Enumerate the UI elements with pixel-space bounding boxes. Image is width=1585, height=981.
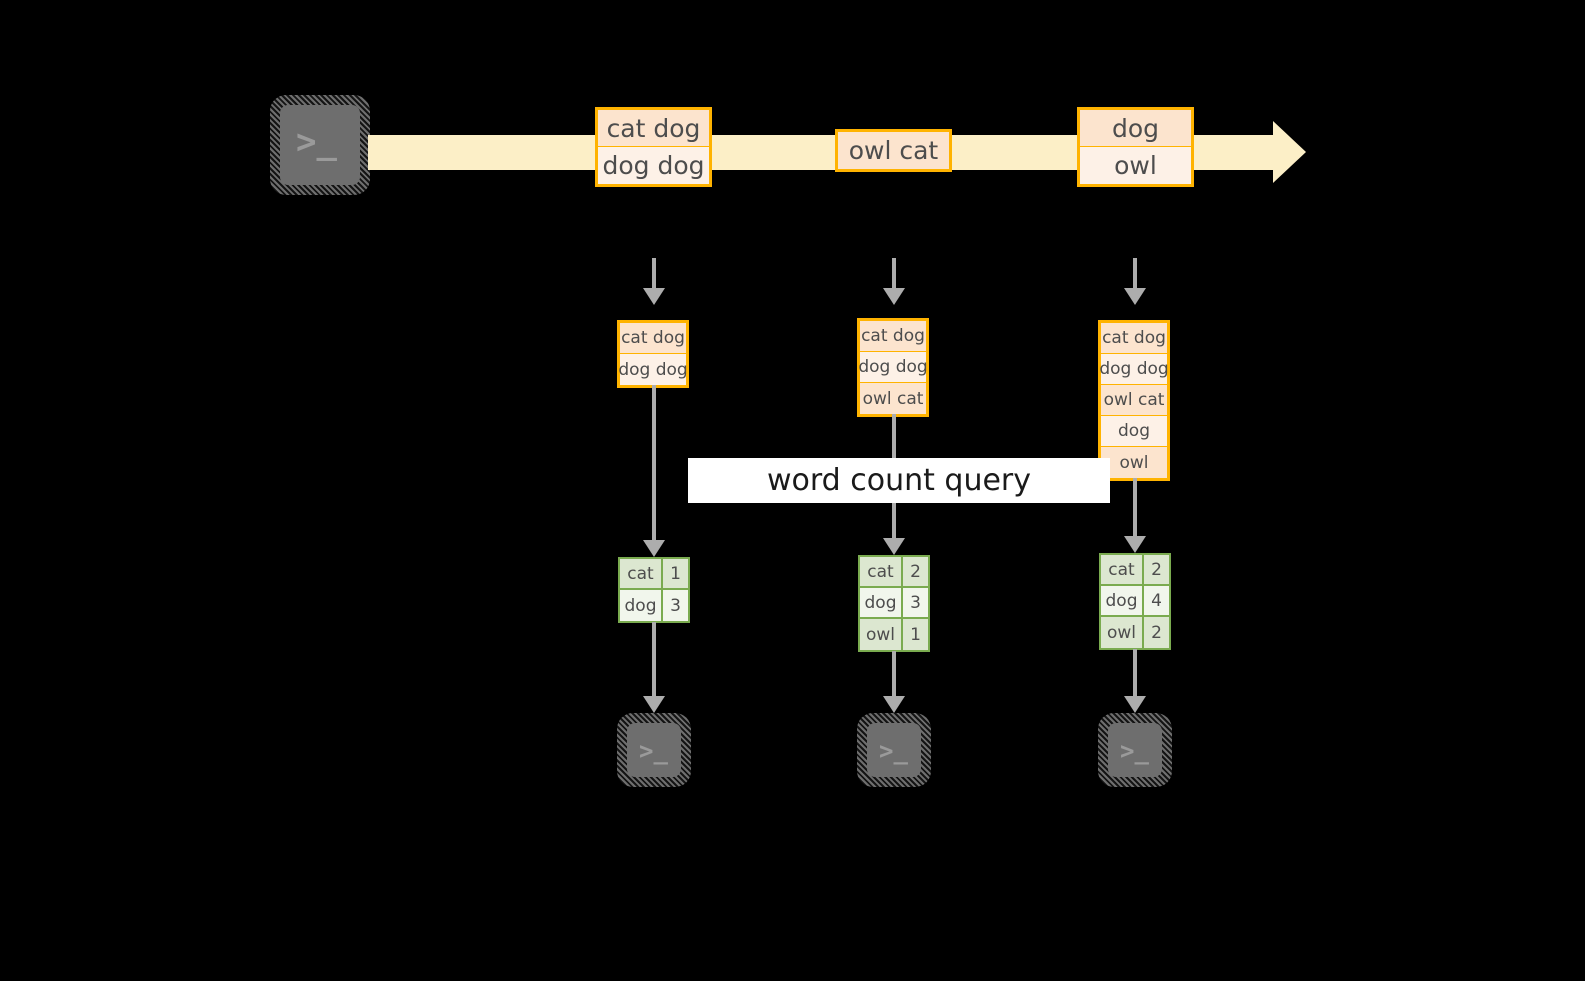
stream-record-group-2: owl cat [835,129,952,172]
result-count: 3 [670,595,681,616]
result-count: 1 [910,624,921,645]
snapshot-2-input-box: cat dog dog dog owl cat [857,318,929,417]
snapshot-1-intake-line [652,258,656,288]
snapshot-3-input-line: owl [1101,447,1167,478]
result-count: 1 [670,563,681,584]
result-count: 2 [1151,559,1162,580]
result-word: dog [1101,586,1144,615]
stream-record-line: cat dog [598,110,709,147]
table-row: owl 2 [1101,617,1169,648]
stream-record-line: owl cat [838,132,949,169]
result-word: dog [620,590,663,621]
terminal-screen [867,723,921,777]
stream-record-line: owl [1080,147,1191,184]
snapshot-1-input-line: cat dog [620,323,686,354]
terminal-screen [280,105,360,185]
snapshot-3-sink-terminal-icon: >_ [1098,713,1172,787]
stream-record-line: dog [1080,110,1191,147]
snapshot-2-sink-arrowhead [883,696,905,713]
snapshot-3-query-arrowhead [1124,536,1146,553]
result-word: owl [1101,617,1144,648]
query-label: word count query [688,458,1110,503]
result-count: 4 [1151,590,1162,611]
stream-record-line: dog dog [598,147,709,184]
snapshot-1-result-table: cat 1 dog 3 [618,557,690,623]
snapshot-2-result-table: cat 2 dog 3 owl 1 [858,555,930,652]
snapshot-3-sink-arrowhead [1124,696,1146,713]
result-word: dog [860,588,903,617]
snapshot-1-sink-arrowhead [643,696,665,713]
snapshot-3-result-table: cat 2 dog 4 owl 2 [1099,553,1171,650]
snapshot-3-input-line: owl cat [1101,385,1167,416]
snapshot-1-sink-line [652,622,656,696]
snapshot-3-input-box: cat dog dog dog owl cat dog owl [1098,320,1170,481]
snapshot-3-intake-arrowhead [1124,288,1146,305]
result-count: 2 [1151,622,1162,643]
snapshot-1-query-arrowhead [643,540,665,557]
terminal-prompt-glyph: >_ [1120,737,1149,765]
snapshot-3-input-line: cat dog [1101,323,1167,354]
stream-record-group-3: dog owl [1077,107,1194,187]
snapshot-3-query-line [1133,478,1137,536]
snapshot-2-intake-arrowhead [883,288,905,305]
table-row: owl 1 [860,619,928,650]
snapshot-2-intake-line [892,258,896,288]
snapshot-2-input-line: owl cat [860,383,926,414]
result-count: 2 [910,561,921,582]
snapshot-2-input-line: cat dog [860,321,926,352]
snapshot-3-input-line: dog [1101,416,1167,447]
snapshot-3-input-line: dog dog [1099,354,1169,385]
terminal-prompt-glyph: >_ [879,737,908,765]
result-count: 3 [910,592,921,613]
table-row: dog 3 [860,588,928,619]
snapshot-3-sink-line [1133,649,1137,696]
table-row: cat 2 [860,557,928,588]
snapshot-3-intake-line [1133,258,1137,288]
snapshot-2-sink-terminal-icon: >_ [857,713,931,787]
terminal-screen [627,723,681,777]
terminal-prompt-glyph: >_ [639,737,668,765]
result-word: cat [620,559,663,588]
snapshot-1-sink-terminal-icon: >_ [617,713,691,787]
snapshot-1-intake-arrowhead [643,288,665,305]
snapshot-2-sink-line [892,651,896,696]
table-row: dog 3 [620,590,688,621]
result-word: cat [860,557,903,586]
source-terminal-icon: >_ [270,95,370,195]
terminal-prompt-glyph: >_ [296,122,337,162]
terminal-screen [1108,723,1162,777]
table-row: cat 2 [1101,555,1169,586]
table-row: cat 1 [620,559,688,590]
snapshot-1-input-box: cat dog dog dog [617,320,689,388]
snapshot-2-input-line: dog dog [858,352,928,383]
table-row: dog 4 [1101,586,1169,617]
snapshot-1-input-line: dog dog [618,354,688,385]
stream-arrow-head [1273,121,1306,183]
result-word: cat [1101,555,1144,584]
snapshot-2-query-arrowhead [883,538,905,555]
snapshot-1-query-line [652,385,656,540]
stream-record-group-1: cat dog dog dog [595,107,712,187]
result-word: owl [860,619,903,650]
